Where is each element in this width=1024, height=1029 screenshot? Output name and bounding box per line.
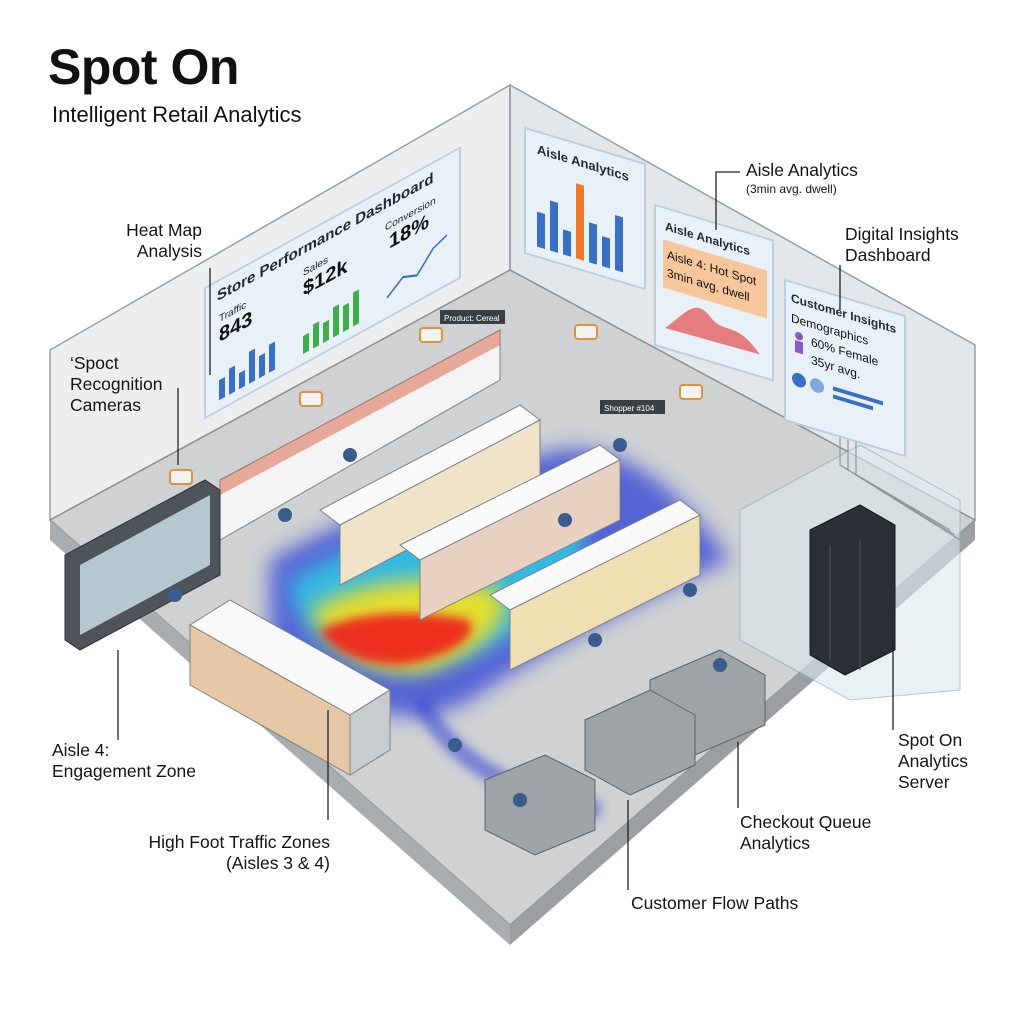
- page-subtitle: Intelligent Retail Analytics: [52, 102, 302, 127]
- callout-cameras: ‘Spoct Recognition Cameras: [70, 353, 163, 415]
- callout-high-traffic: High Foot Traffic Zones (Aisles 3 & 4): [148, 832, 330, 873]
- hot-spot-area-chart: [665, 307, 760, 355]
- callout-heat-map: Heat Map Analysis: [126, 220, 202, 261]
- leader-lines: [117, 171, 894, 890]
- cameras: [169, 324, 703, 485]
- callout-server: Spot On Analytics Server: [898, 730, 969, 792]
- pie-icon: [792, 372, 806, 388]
- callout-engagement-zone: Aisle 4: Engagement Zone: [52, 740, 196, 781]
- callout-aisle-analytics: Aisle Analytics (3min avg. dwell): [746, 160, 858, 196]
- callout-flow-paths: Customer Flow Paths: [631, 893, 799, 913]
- shopper-tag: Shopper #104: [604, 404, 655, 413]
- shelving-units: [64, 329, 701, 776]
- hot-spot-panel: Aisle Analytics Aisle 4: Hot Spot 3min a…: [654, 203, 774, 382]
- server-room: [739, 444, 961, 701]
- camera-icon: [419, 327, 443, 343]
- conversion-trend-line: [386, 234, 448, 299]
- camera-icon: [679, 384, 703, 400]
- aisle-bars: [537, 183, 623, 273]
- store-tags: Product: Cereal Shopper #104: [440, 310, 665, 414]
- pie-icon: [810, 378, 824, 393]
- camera-icon: [299, 391, 323, 407]
- product-tag: Product: Cereal: [444, 314, 500, 323]
- camera-icon: [574, 324, 598, 340]
- callout-checkout: Checkout Queue Analytics: [740, 812, 872, 853]
- person-icon: [795, 332, 803, 341]
- camera-icon: [169, 469, 193, 485]
- checkout-counters: [484, 649, 766, 856]
- traffic-bars: [219, 341, 275, 401]
- customer-insights-panel: Customer Insights Demographics 60% Femal…: [784, 278, 906, 458]
- sales-bars: [303, 289, 359, 355]
- shoppers: [168, 438, 727, 807]
- callout-digital-insights: Digital Insights Dashboard: [845, 224, 959, 265]
- heat-red: [320, 613, 472, 665]
- page-title: Spot On: [48, 39, 239, 95]
- aisle-analytics-panel: Aisle Analytics: [524, 126, 646, 291]
